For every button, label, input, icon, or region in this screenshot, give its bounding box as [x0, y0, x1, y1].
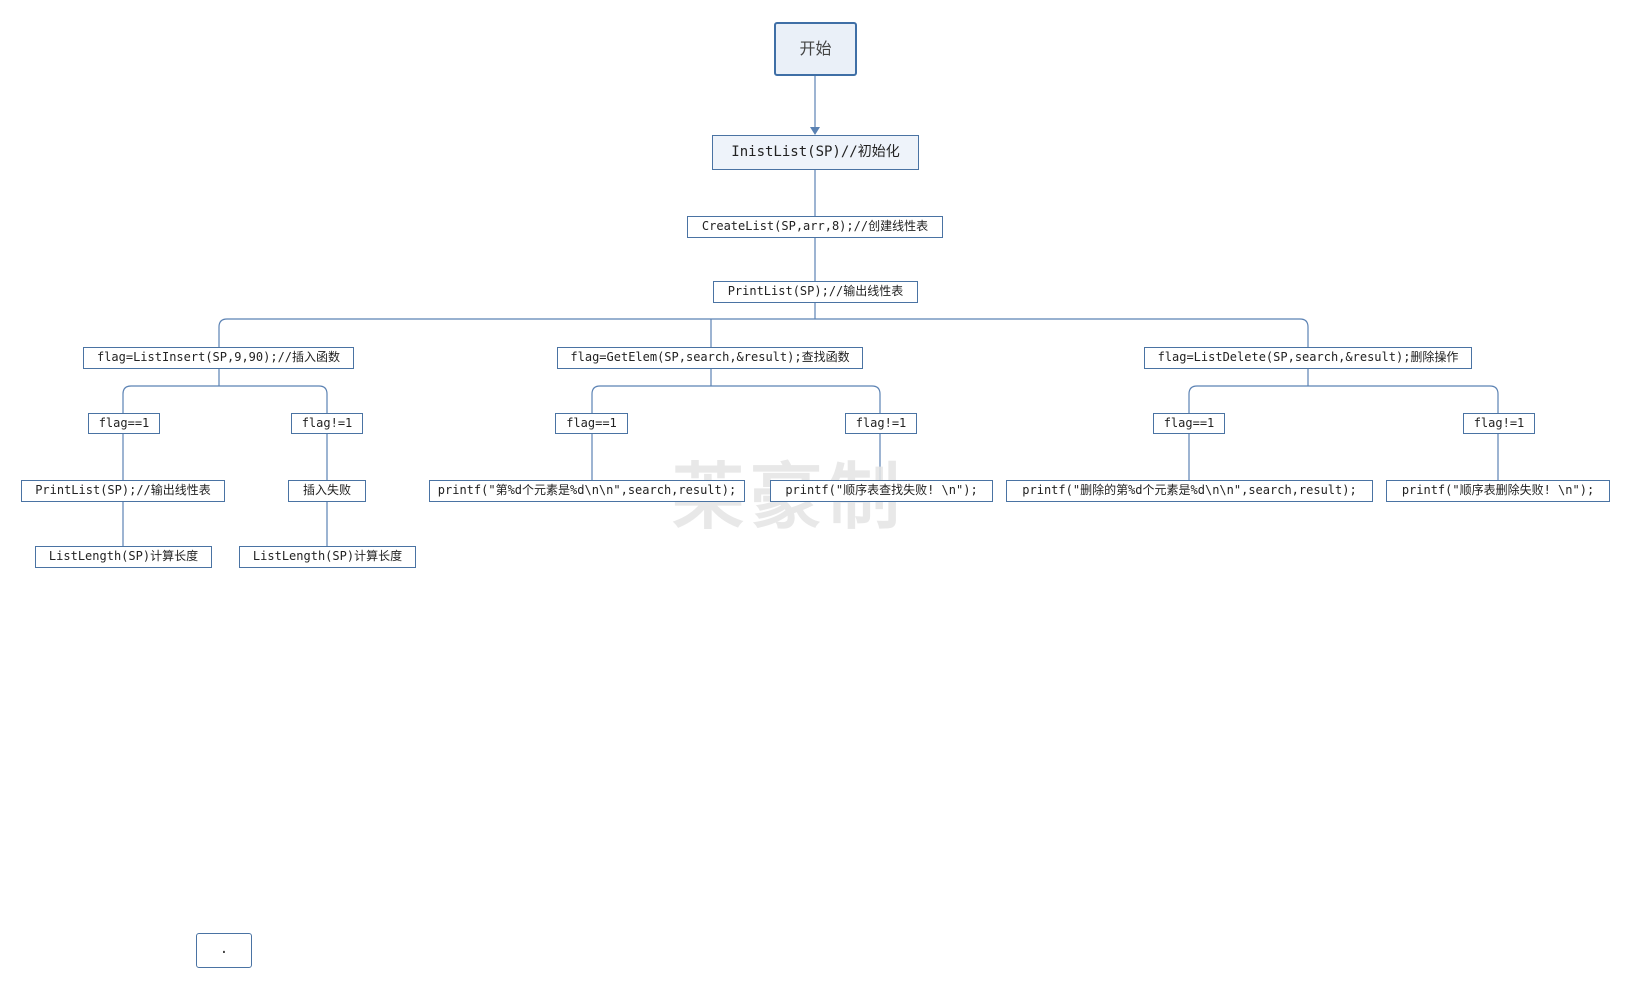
bus-delete: [1188, 385, 1499, 413]
dot-node[interactable]: .: [196, 933, 252, 968]
delete-node[interactable]: flag=ListDelete(SP,search,&result);删除操作: [1144, 347, 1472, 369]
insert-yes-action-node[interactable]: PrintList(SP);//输出线性表: [21, 480, 225, 502]
insert-no-length-node[interactable]: ListLength(SP)计算长度: [239, 546, 416, 568]
insert-no-node[interactable]: flag!=1: [291, 413, 363, 434]
arrowhead-icon: [810, 127, 820, 135]
get-no-node[interactable]: flag!=1: [845, 413, 917, 434]
insert-yes-length-node[interactable]: ListLength(SP)计算长度: [35, 546, 212, 568]
bus-top: [218, 318, 1309, 347]
get-yes-action-node[interactable]: printf("第%d个元素是%d\n\n",search,result);: [429, 480, 745, 502]
delete-yes-action-node[interactable]: printf("删除的第%d个元素是%d\n\n",search,result)…: [1006, 480, 1373, 502]
init-node[interactable]: InistList(SP)//初始化: [712, 135, 919, 170]
get-yes-node[interactable]: flag==1: [555, 413, 628, 434]
insert-node[interactable]: flag=ListInsert(SP,9,90);//插入函数: [83, 347, 354, 369]
insert-no-action-node[interactable]: 插入失败: [288, 480, 366, 502]
bus-insert: [122, 385, 328, 413]
get-no-action-node[interactable]: printf("顺序表查找失败! \n");: [770, 480, 993, 502]
create-node[interactable]: CreateList(SP,arr,8);//创建线性表: [687, 216, 943, 238]
delete-no-action-node[interactable]: printf("顺序表删除失败! \n");: [1386, 480, 1610, 502]
bus-get: [591, 385, 881, 413]
delete-no-node[interactable]: flag!=1: [1463, 413, 1535, 434]
print-node[interactable]: PrintList(SP);//输出线性表: [713, 281, 918, 303]
start-node[interactable]: 开始: [774, 22, 857, 76]
insert-yes-node[interactable]: flag==1: [88, 413, 160, 434]
get-node[interactable]: flag=GetElem(SP,search,&result);查找函数: [557, 347, 863, 369]
delete-yes-node[interactable]: flag==1: [1153, 413, 1225, 434]
